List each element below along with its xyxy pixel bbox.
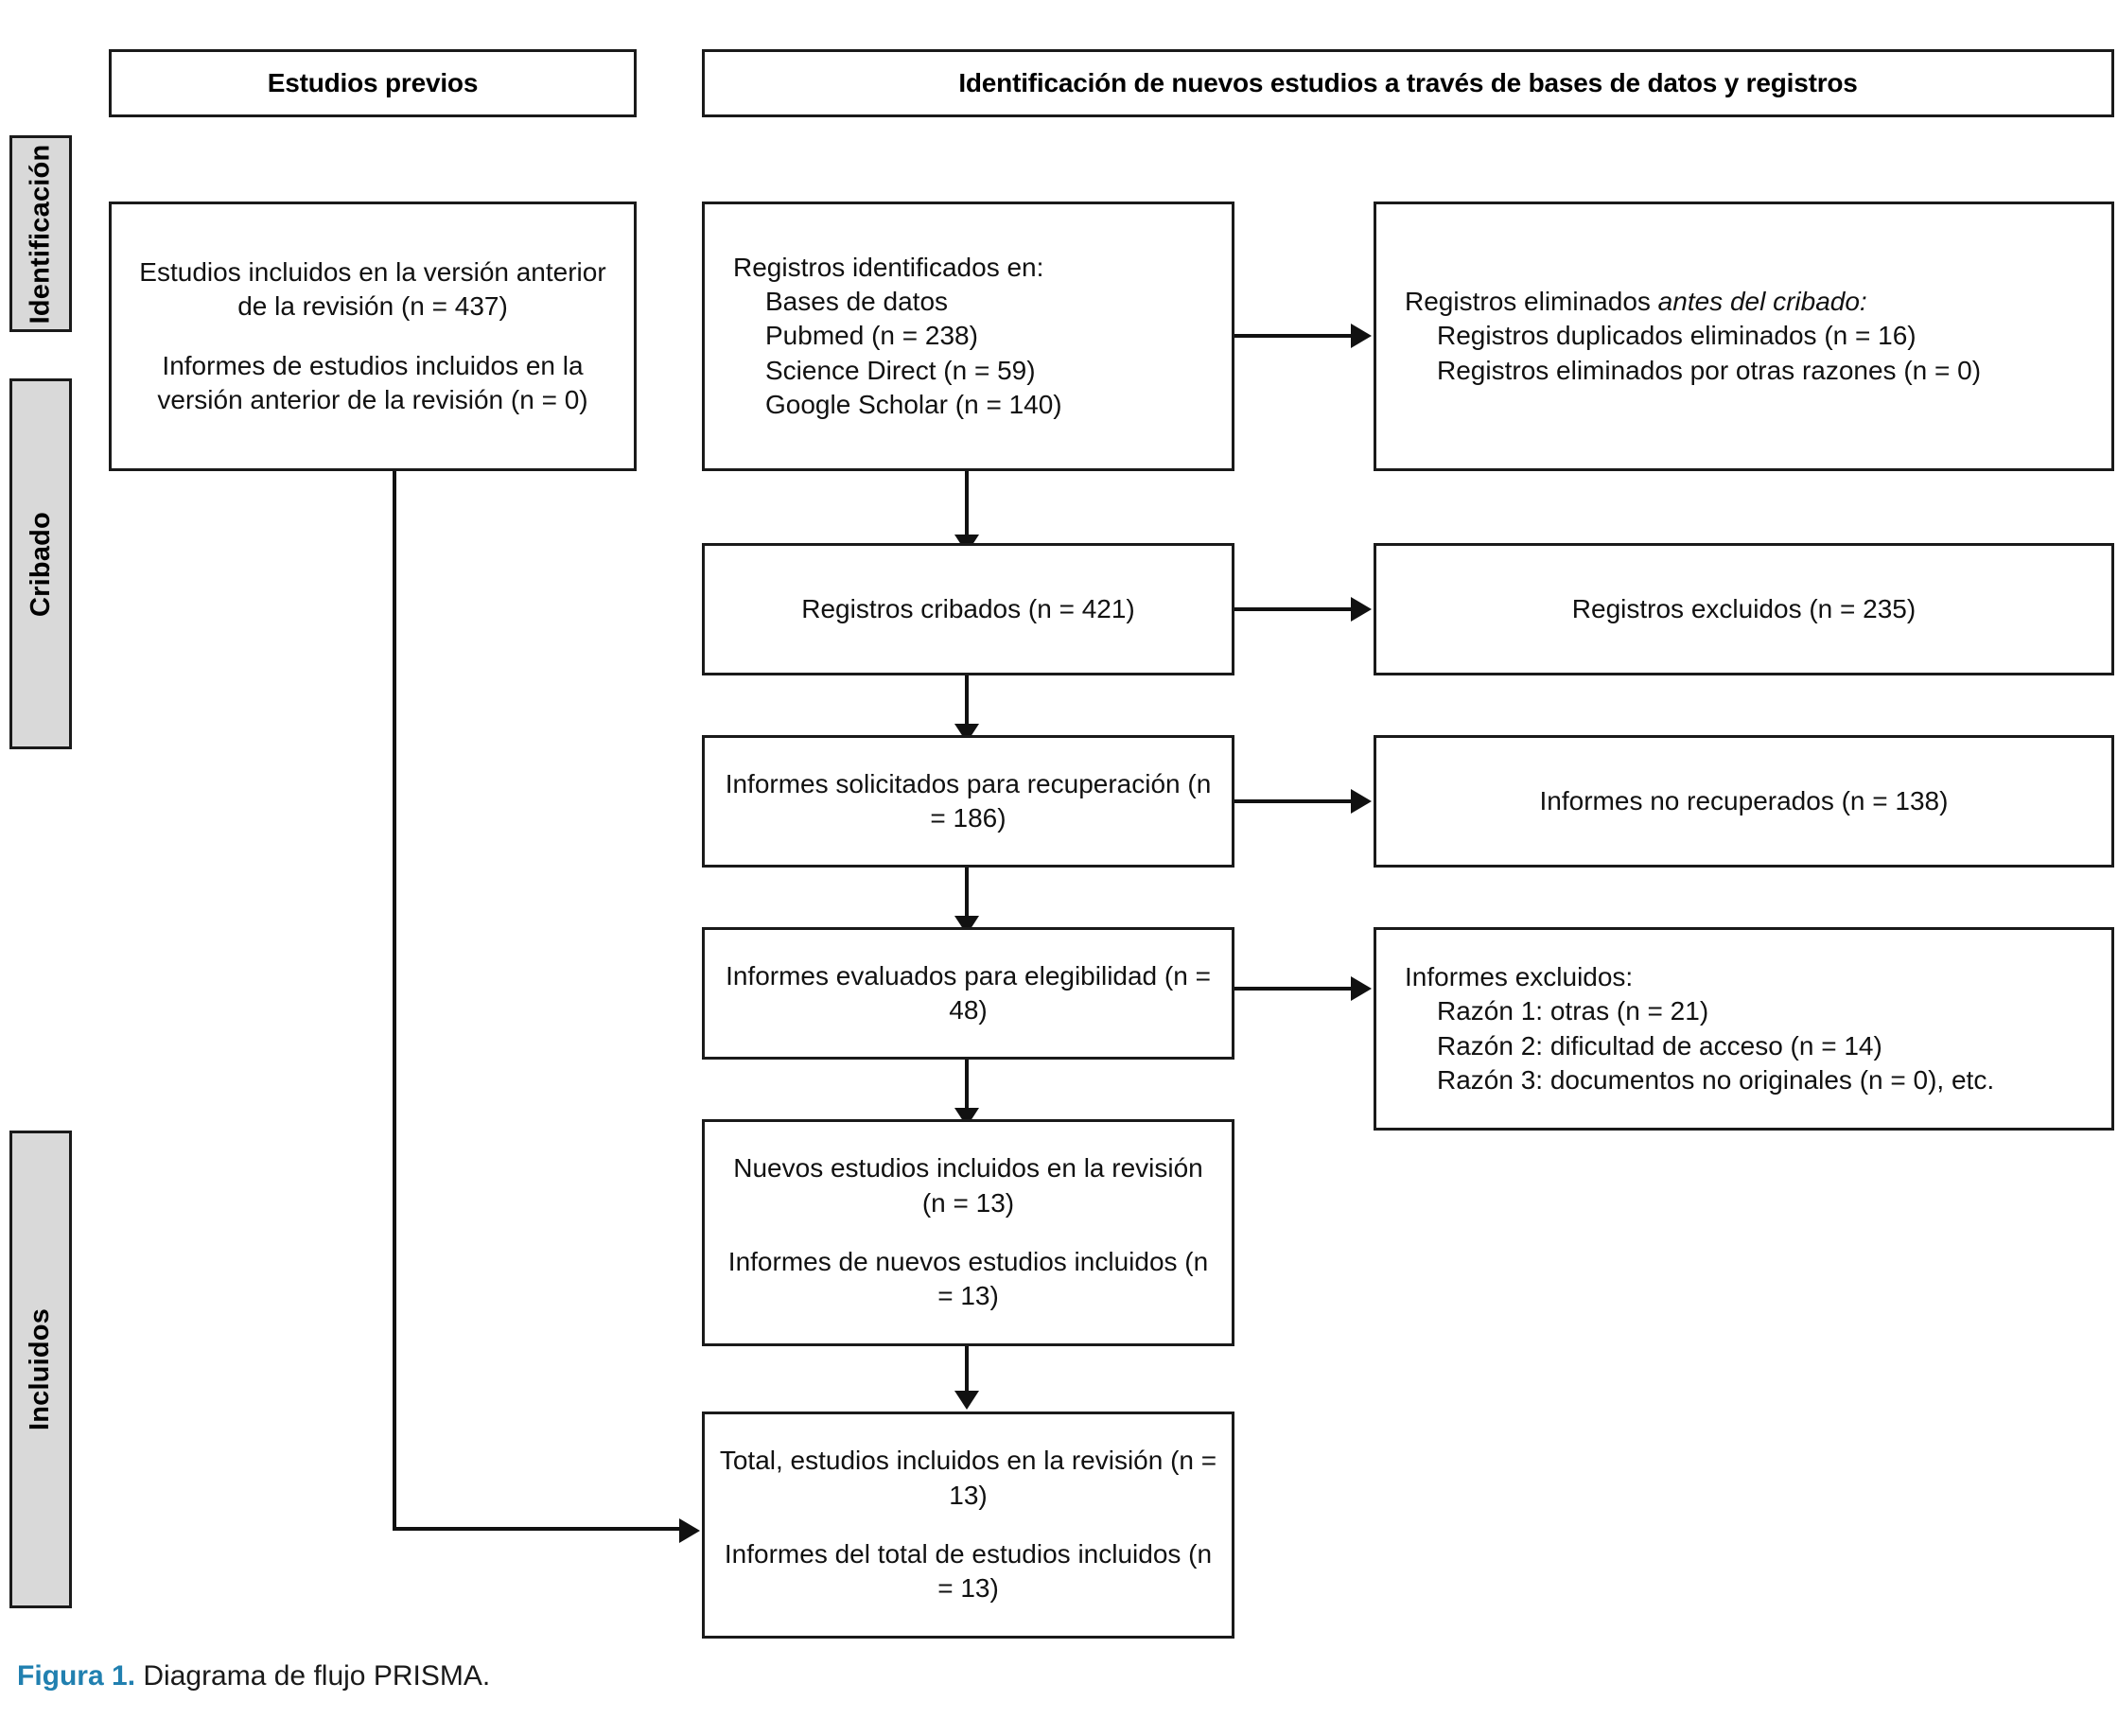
box-reports-assessed: Informes evaluados para elegibilidad (n … — [702, 927, 1234, 1060]
reports-excluded-item: Razón 1: otras (n = 21) — [1437, 996, 1709, 1026]
box-reports-not-retrieved: Informes no recuperados (n = 138) — [1374, 735, 2114, 868]
reports-excluded-item: Razón 3: documentos no originales (n = 0… — [1437, 1064, 1995, 1095]
connector-assessed-to-excluded — [1234, 987, 1356, 991]
reports-not-retrieved-text: Informes no recuperados (n = 138) — [1539, 785, 1949, 815]
connector-screened-to-sought — [965, 675, 969, 734]
new-included-line-1: Nuevos estudios incluidos en la revisión… — [733, 1153, 1203, 1218]
stage-label-identificacion: Identificación — [25, 144, 56, 324]
figure-caption-label: Figura 1. — [17, 1660, 136, 1692]
records-excluded-text: Registros excluidos (n = 235) — [1571, 593, 1917, 623]
records-identified-item: Pubmed (n = 238) — [765, 321, 978, 351]
stage-label-incluidos: Incluidos — [25, 1307, 56, 1431]
connector-screened-to-excluded — [1234, 607, 1356, 611]
reports-excluded-list: Informes excluidos: Razón 1: otras (n = … — [1376, 960, 2004, 1098]
records-removed-head-italic: antes del cribado: — [1657, 286, 1867, 316]
reports-sought-text: Informes solicitados para recuperación (… — [725, 768, 1212, 833]
previous-included-line-2: Informes de estudios incluidos en la ver… — [157, 350, 588, 414]
stage-band-identificacion: Identificación — [9, 135, 72, 332]
connector-previous-vertical — [393, 471, 396, 1531]
connector-identified-to-removed — [1234, 334, 1356, 338]
records-screened-text: Registros cribados (n = 421) — [801, 593, 1135, 623]
records-identified-item: Science Direct (n = 59) — [765, 355, 1036, 385]
header-new-identification: Identificación de nuevos estudios a trav… — [702, 49, 2114, 117]
reports-excluded-item: Razón 2: dificultad de acceso (n = 14) — [1437, 1030, 1882, 1061]
connector-sought-to-not-retrieved — [1234, 799, 1356, 803]
total-included-line-1: Total, estudios incluidos en la revisión… — [719, 1446, 1217, 1510]
records-identified-item: Bases de datos — [765, 286, 949, 316]
header-new-identification-label: Identificación de nuevos estudios a trav… — [958, 68, 1858, 97]
header-previous-studies: Estudios previos — [109, 49, 637, 117]
new-included-line-2: Informes de nuevos estudios incluidos (n… — [727, 1247, 1209, 1311]
box-new-included: Nuevos estudios incluidos en la revisión… — [702, 1119, 1234, 1346]
connector-previous-horizontal — [393, 1527, 686, 1531]
connector-assessed-to-new-included — [965, 1060, 969, 1118]
figure-caption-text: Diagrama de flujo PRISMA. — [135, 1660, 491, 1692]
reports-excluded-head: Informes excluidos: — [1405, 961, 1634, 991]
stage-band-incluidos: Incluidos — [9, 1131, 72, 1608]
box-records-excluded: Registros excluidos (n = 235) — [1374, 543, 2114, 675]
box-records-removed: Registros eliminados antes del cribado: … — [1374, 202, 2114, 471]
connector-new-included-to-total — [965, 1346, 969, 1401]
records-removed-head: Registros eliminados antes del cribado: — [1405, 285, 1981, 319]
arrowhead-screened-to-excluded — [1351, 597, 1372, 622]
arrowhead-previous-to-total — [679, 1518, 700, 1543]
records-identified-head: Registros identificados en: — [733, 252, 1044, 282]
arrowhead-assessed-to-excluded — [1351, 976, 1372, 1001]
previous-included-line-1: Estudios incluidos en la versión anterio… — [139, 256, 606, 322]
arrowhead-sought-to-not-retrieved — [1351, 789, 1372, 814]
header-previous-studies-label: Estudios previos — [267, 68, 479, 97]
arrowhead-new-included-to-total — [954, 1391, 979, 1410]
reports-assessed-text: Informes evaluados para elegibilidad (n … — [726, 960, 1211, 1025]
total-included-line-2: Informes del total de estudios incluidos… — [724, 1539, 1213, 1604]
records-identified-list: Registros identificados en: Bases de dat… — [705, 251, 1072, 423]
connector-identified-to-screened — [965, 471, 969, 541]
stage-band-cribado: Cribado — [9, 378, 72, 749]
connector-sought-to-assessed — [965, 868, 969, 926]
records-removed-head-plain: Registros eliminados — [1405, 286, 1658, 316]
box-records-screened: Registros cribados (n = 421) — [702, 543, 1234, 675]
figure-caption: Figura 1. Diagrama de flujo PRISMA. — [17, 1660, 490, 1692]
box-records-identified: Registros identificados en: Bases de dat… — [702, 202, 1234, 471]
records-removed-list: Registros eliminados antes del cribado: … — [1376, 285, 1990, 388]
records-removed-item: Registros duplicados eliminados (n = 16) — [1437, 321, 1917, 351]
box-previous-included: Estudios incluidos en la versión anterio… — [109, 202, 637, 471]
arrowhead-identified-to-removed — [1351, 324, 1372, 348]
stage-label-cribado: Cribado — [25, 511, 56, 617]
box-total-included: Total, estudios incluidos en la revisión… — [702, 1412, 1234, 1639]
box-reports-excluded: Informes excluidos: Razón 1: otras (n = … — [1374, 927, 2114, 1131]
records-identified-item: Google Scholar (n = 140) — [765, 390, 1062, 420]
records-removed-item: Registros eliminados por otras razones (… — [1437, 355, 1982, 385]
box-reports-sought: Informes solicitados para recuperación (… — [702, 735, 1234, 868]
